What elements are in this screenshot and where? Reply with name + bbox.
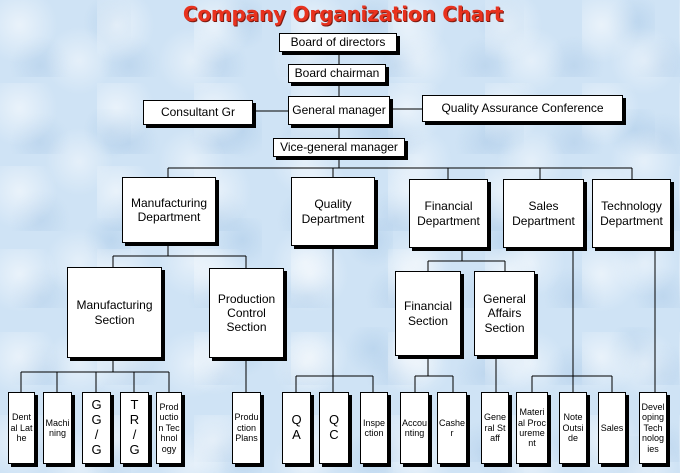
leaf-trg: T R / G	[120, 392, 149, 464]
leaf-label: G G / G	[91, 397, 102, 457]
financial-section-box: Financial Section	[395, 271, 461, 356]
board-chairman-box: Board chairman	[288, 64, 386, 83]
leaf-label: Casher	[439, 417, 466, 438]
leaf-label: Inspection	[362, 417, 386, 438]
leaf-general-staff: General Staff	[481, 392, 509, 464]
leaf-label: T R / G	[129, 397, 140, 457]
financial-department-label: Financial Department	[417, 199, 480, 228]
general-affairs-section-box: General Affairs Section	[474, 271, 535, 356]
technology-department-label: Technology Department	[600, 199, 663, 228]
general-manager-label: General manager	[292, 103, 386, 118]
leaf-label: Machining	[45, 417, 70, 438]
board-of-directors-box: Board of directors	[279, 33, 397, 52]
consultant-label: Consultant Gr	[160, 105, 236, 120]
sales-department-label: Sales Department	[512, 199, 575, 228]
leaf-label: Sales	[600, 422, 624, 433]
production-control-section-box: Production Control Section	[209, 268, 284, 358]
leaf-label: Q A	[291, 412, 302, 442]
board-chairman-label: Board chairman	[294, 66, 380, 81]
manufacturing-section-box: Manufacturing Section	[67, 267, 162, 358]
leaf-qa: Q A	[282, 392, 311, 464]
leaf-qc: Q C	[319, 392, 349, 464]
leaf-material-procurement: Material Procurement	[516, 392, 548, 464]
general-affairs-section-label: General Affairs Section	[483, 292, 526, 335]
leaf-dental-lathe: Dental Lathe	[8, 392, 35, 464]
quality-assurance-conference-label: Quality Assurance Conference	[441, 101, 604, 116]
financial-department-box: Financial Department	[409, 179, 488, 248]
board-of-directors-label: Board of directors	[290, 35, 386, 50]
leaf-label: Accounting	[402, 417, 428, 438]
leaf-label: Production Plans	[234, 412, 259, 444]
leaf-label: Dental Lathe	[10, 412, 33, 444]
leaf-label: Production Technology	[158, 402, 180, 454]
leaf-casher: Casher	[437, 392, 467, 464]
leaf-label: Note Outside	[562, 412, 584, 444]
quality-department-label: Quality Department	[301, 197, 365, 226]
consultant-box: Consultant Gr	[143, 100, 253, 125]
leaf-note-outside: Note Outside	[559, 392, 587, 464]
leaf-label: Q C	[328, 412, 340, 442]
vice-general-manager-label: Vice-general manager	[280, 140, 398, 155]
leaf-machining: Machining	[43, 392, 72, 464]
leaf-label: Material Procurement	[518, 407, 547, 449]
vice-general-manager-box: Vice-general manager	[273, 138, 405, 157]
quality-assurance-conference-box: Quality Assurance Conference	[422, 95, 623, 122]
manufacturing-section-label: Manufacturing Section	[76, 298, 153, 327]
sales-department-box: Sales Department	[503, 179, 584, 248]
quality-department-box: Quality Department	[291, 177, 375, 246]
leaf-production-technology: Production Technology	[156, 392, 182, 464]
leaf-production-plans: Production Plans	[232, 392, 261, 464]
leaf-label: Developing Technologies	[641, 402, 665, 454]
leaf-label: General Staff	[483, 412, 507, 444]
technology-department-box: Technology Department	[592, 179, 671, 248]
leaf-sales: Sales	[598, 392, 626, 464]
leaf-developing-technologies: Developing Technologies	[639, 392, 667, 464]
production-control-section-label: Production Control Section	[217, 291, 276, 335]
leaf-accounting: Accounting	[400, 392, 429, 464]
manufacturing-department-label: Manufacturing Department	[130, 195, 208, 224]
financial-section-label: Financial Section	[403, 299, 453, 328]
chart-title: Company Organization Chart	[182, 2, 504, 26]
manufacturing-department-box: Manufacturing Department	[122, 177, 216, 243]
leaf-inspection: Inspection	[360, 392, 388, 464]
general-manager-box: General manager	[288, 96, 390, 125]
leaf-gg: G G / G	[82, 392, 111, 464]
